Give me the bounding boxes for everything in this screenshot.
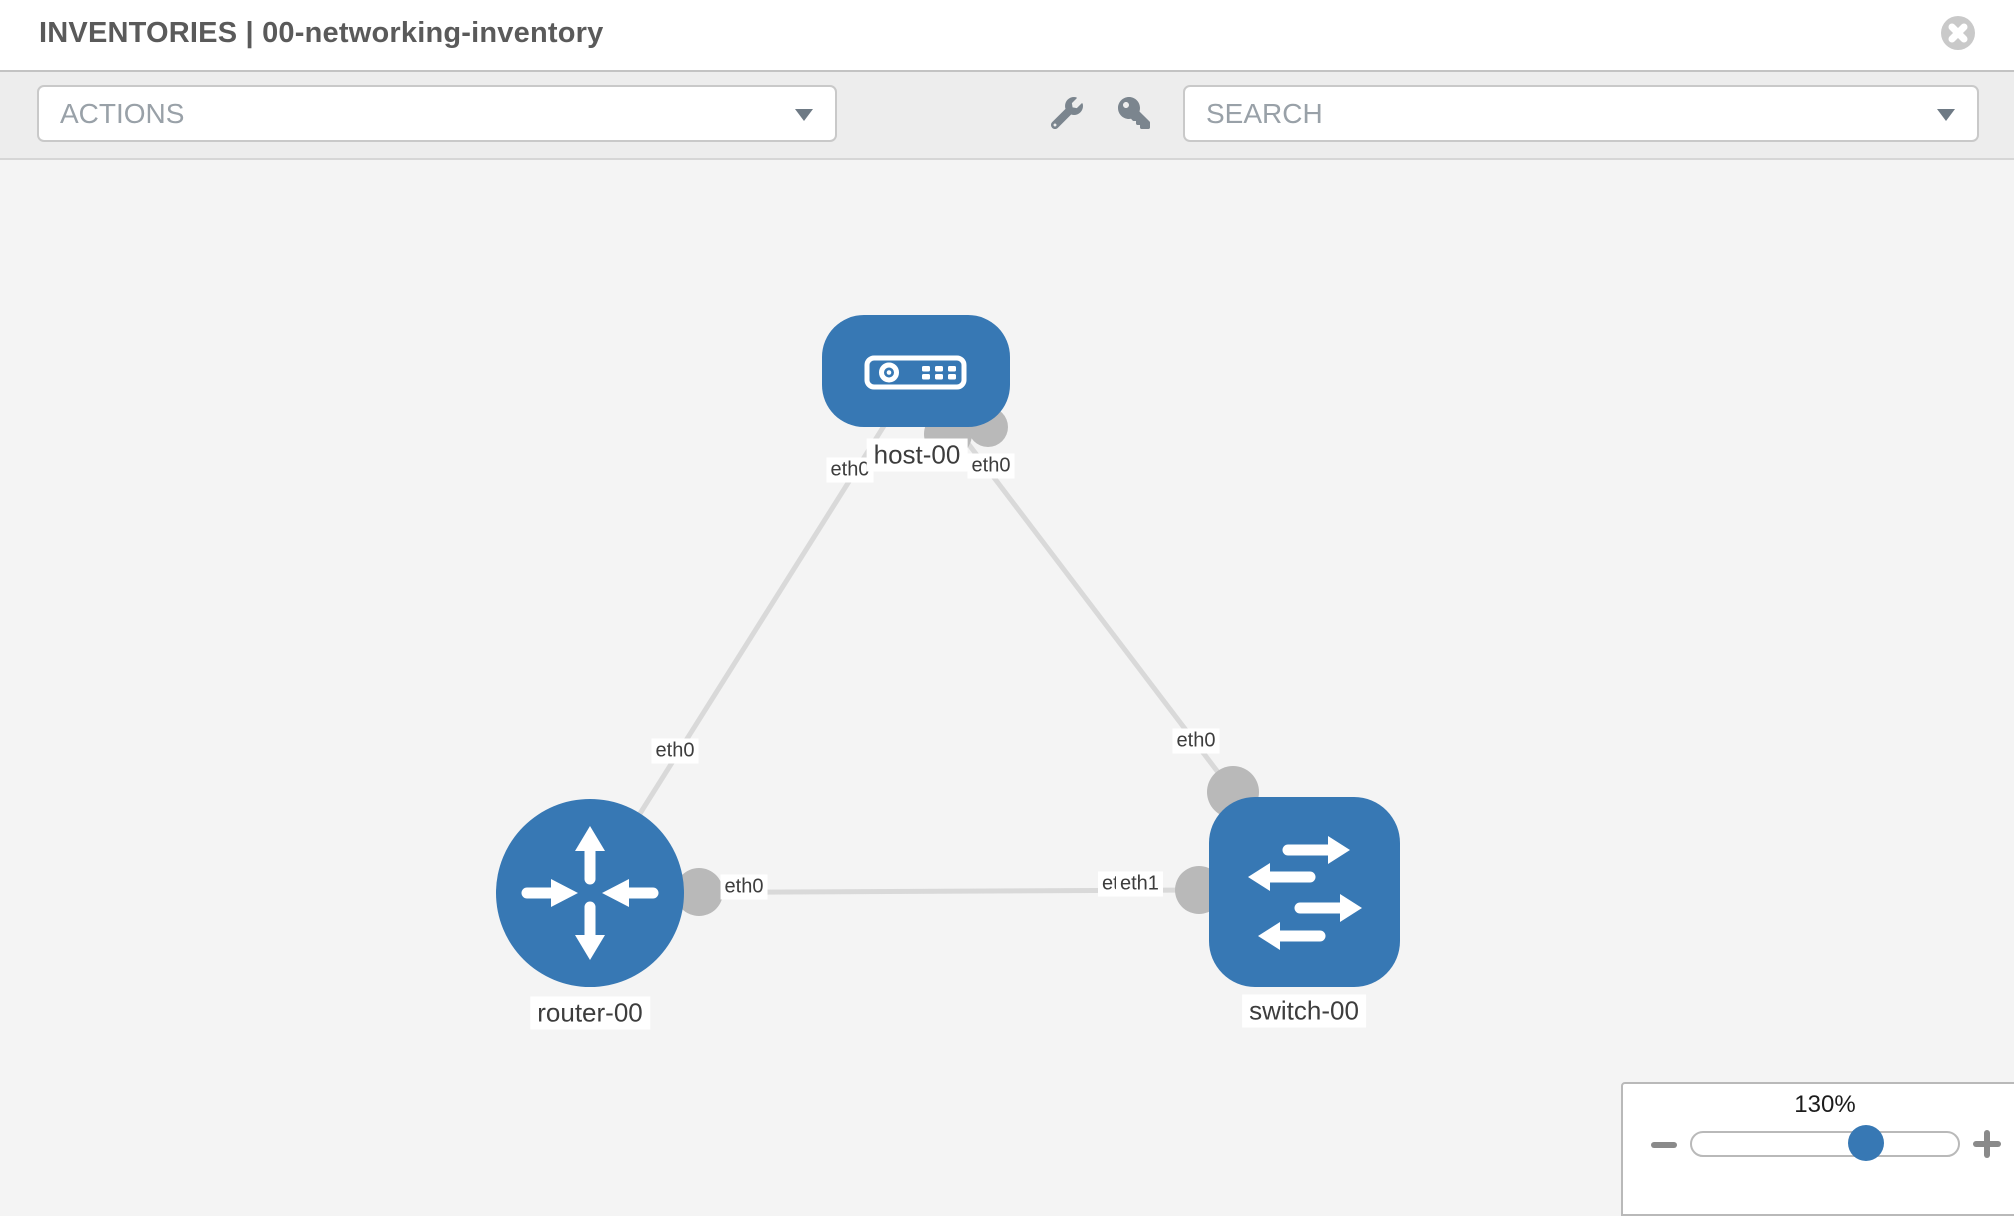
switch-icon	[1248, 836, 1362, 950]
node-label-router: router-00	[530, 996, 650, 1030]
actions-dropdown-value: ACTIONS	[60, 98, 185, 129]
iface-label-host-right: eth0	[967, 453, 1015, 479]
zoom-in-button[interactable]	[1973, 1130, 2001, 1158]
node-router[interactable]	[496, 799, 684, 987]
zoom-control-panel: 130%	[1621, 1082, 2014, 1216]
actions-dropdown[interactable]: ACTIONS	[37, 85, 837, 142]
iface-label-host-router: eth0	[651, 738, 699, 764]
wrench-icon	[1050, 97, 1083, 130]
node-label-switch: switch-00	[1242, 994, 1366, 1028]
node-host[interactable]	[822, 315, 1010, 427]
search-dropdown-value: SEARCH	[1206, 98, 1323, 129]
interface-connectors	[675, 407, 1259, 916]
close-button[interactable]	[1941, 16, 1975, 50]
connector-router-eth0	[675, 868, 723, 916]
zoom-slider-track[interactable]	[1690, 1131, 1960, 1157]
toolbar: ACTIONS SEARCH	[0, 72, 2014, 160]
router-icon	[521, 826, 659, 960]
chevron-down-icon	[1937, 109, 1955, 121]
configure-tool-button[interactable]	[1050, 97, 1083, 134]
zoom-level-value: 130%	[1794, 1091, 1856, 1118]
node-switch[interactable]	[1209, 797, 1400, 987]
search-dropdown[interactable]: SEARCH	[1183, 85, 1979, 142]
credentials-tool-button[interactable]	[1118, 97, 1150, 134]
iface-label-switch-front: eth1	[1116, 871, 1163, 897]
zoom-out-button[interactable]	[1651, 1142, 1677, 1148]
iface-label-host-switch: eth0	[1172, 728, 1220, 754]
iface-label-router-right: eth0	[720, 874, 768, 900]
chevron-down-icon	[795, 109, 813, 121]
key-icon	[1118, 97, 1150, 129]
close-icon	[1941, 16, 1975, 50]
header-bar: INVENTORIES | 00-networking-inventory	[0, 0, 2014, 72]
host-icon	[864, 355, 967, 390]
host-icon-dots	[922, 366, 956, 380]
zoom-slider-handle[interactable]	[1848, 1125, 1884, 1161]
node-label-host: host-00	[866, 438, 968, 472]
page-title: INVENTORIES | 00-networking-inventory	[39, 17, 604, 49]
iface-label-host-left: eth0	[826, 457, 874, 483]
